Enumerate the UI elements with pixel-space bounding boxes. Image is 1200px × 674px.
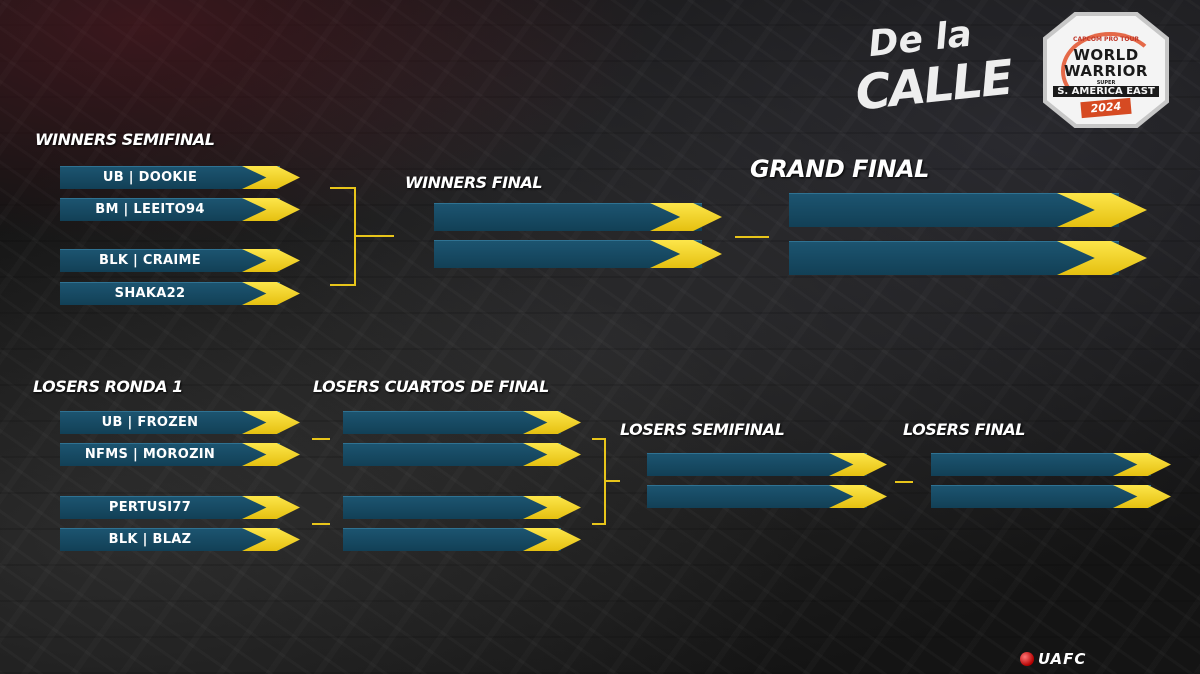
chevron-icon xyxy=(242,282,300,305)
organizer-logo-text: UAFC xyxy=(1038,650,1087,668)
match-slot[interactable]: SHAKA22 xyxy=(60,282,300,305)
bracket-connector xyxy=(354,187,356,286)
player-name xyxy=(931,485,1111,508)
bracket-connector xyxy=(312,523,330,525)
heading-losers-quarters: LOSERS CUARTOS DE FINAL xyxy=(313,377,549,396)
match-slot[interactable] xyxy=(789,241,1147,275)
event-logo: De la CALLE xyxy=(845,10,1016,136)
heading-losers-final: LOSERS FINAL xyxy=(903,420,1025,439)
bracket-connector xyxy=(735,236,769,238)
player-name xyxy=(343,411,521,434)
player-name: PERTUSI77 xyxy=(108,500,192,515)
player-name: UB | DOOKIE xyxy=(102,170,198,185)
match-slot[interactable] xyxy=(931,485,1171,508)
player-name xyxy=(647,485,827,508)
badge-line1: WORLD xyxy=(1073,46,1139,64)
red-ball-icon xyxy=(1020,652,1034,666)
player-name: BLK | BLAZ xyxy=(108,532,192,547)
bracket-connector xyxy=(604,438,606,525)
chevron-icon xyxy=(523,411,581,434)
player-name xyxy=(931,453,1111,476)
match-slot[interactable]: BLK | BLAZ xyxy=(60,528,300,551)
match-slot[interactable] xyxy=(647,485,887,508)
badge-line3: SUPER xyxy=(1096,80,1116,86)
chevron-icon xyxy=(1113,453,1171,476)
badge-line4: S. AMERICA EAST xyxy=(1053,86,1159,97)
match-slot[interactable]: BM | LEEITO94 xyxy=(60,198,300,221)
match-slot[interactable]: BLK | CRAIME xyxy=(60,249,300,272)
badge-top-text: CAPCOM PRO TOUR xyxy=(1073,36,1139,43)
badge-line2: WARRIOR xyxy=(1064,62,1148,80)
series-badge: CAPCOM PRO TOUR WORLD WARRIOR SUPER S. A… xyxy=(1043,12,1169,128)
chevron-icon xyxy=(829,485,887,508)
bracket-connector xyxy=(592,438,606,440)
player-name xyxy=(343,528,521,551)
player-name: BLK | CRAIME xyxy=(99,253,201,268)
bracket-connector xyxy=(895,481,913,483)
chevron-icon xyxy=(523,443,581,466)
organizer-logo: UAFC xyxy=(1020,650,1170,668)
bracket-connector xyxy=(606,480,620,482)
chevron-icon xyxy=(242,411,300,434)
match-slot[interactable] xyxy=(434,203,722,231)
badge-ring-icon xyxy=(1061,32,1159,110)
chevron-icon xyxy=(242,443,300,466)
match-slot[interactable] xyxy=(931,453,1171,476)
heading-winners-final: WINNERS FINAL xyxy=(405,173,543,192)
player-name xyxy=(434,240,662,268)
match-slot[interactable]: NFMS | MOROZIN xyxy=(60,443,300,466)
match-slot[interactable]: PERTUSI77 xyxy=(60,496,300,519)
badge-year: 2024 xyxy=(1080,97,1132,119)
chevron-icon xyxy=(242,166,300,189)
player-name xyxy=(434,203,662,231)
chevron-icon xyxy=(242,198,300,221)
heading-grand-final: GRAND FINAL xyxy=(750,155,929,183)
bracket-connector xyxy=(330,284,356,286)
heading-losers-round1: LOSERS RONDA 1 xyxy=(33,377,183,396)
match-slot[interactable] xyxy=(343,528,581,551)
match-slot[interactable] xyxy=(434,240,722,268)
player-name xyxy=(789,241,1087,275)
player-name xyxy=(343,496,521,519)
heading-winners-semifinal: WINNERS SEMIFINAL xyxy=(35,130,215,149)
chevron-icon xyxy=(1113,485,1171,508)
match-slot[interactable] xyxy=(343,496,581,519)
match-slot[interactable]: UB | FROZEN xyxy=(60,411,300,434)
player-name: BM | LEEITO94 xyxy=(95,202,205,217)
bracket-connector xyxy=(330,187,356,189)
player-name: UB | FROZEN xyxy=(101,415,199,430)
bracket-connector xyxy=(356,235,394,237)
chevron-icon xyxy=(523,528,581,551)
chevron-icon xyxy=(523,496,581,519)
bracket-connector xyxy=(592,523,606,525)
player-name xyxy=(789,193,1087,227)
player-name: NFMS | MOROZIN xyxy=(84,447,216,462)
heading-losers-semifinal: LOSERS SEMIFINAL xyxy=(620,420,785,439)
match-slot[interactable] xyxy=(343,411,581,434)
player-name xyxy=(343,443,521,466)
chevron-icon xyxy=(242,528,300,551)
match-slot[interactable] xyxy=(343,443,581,466)
player-name: SHAKA22 xyxy=(114,286,186,301)
chevron-icon xyxy=(242,496,300,519)
chevron-icon xyxy=(242,249,300,272)
match-slot[interactable] xyxy=(647,453,887,476)
player-name xyxy=(647,453,827,476)
bracket-connector xyxy=(312,438,330,440)
match-slot[interactable]: UB | DOOKIE xyxy=(60,166,300,189)
match-slot[interactable] xyxy=(789,193,1147,227)
chevron-icon xyxy=(829,453,887,476)
